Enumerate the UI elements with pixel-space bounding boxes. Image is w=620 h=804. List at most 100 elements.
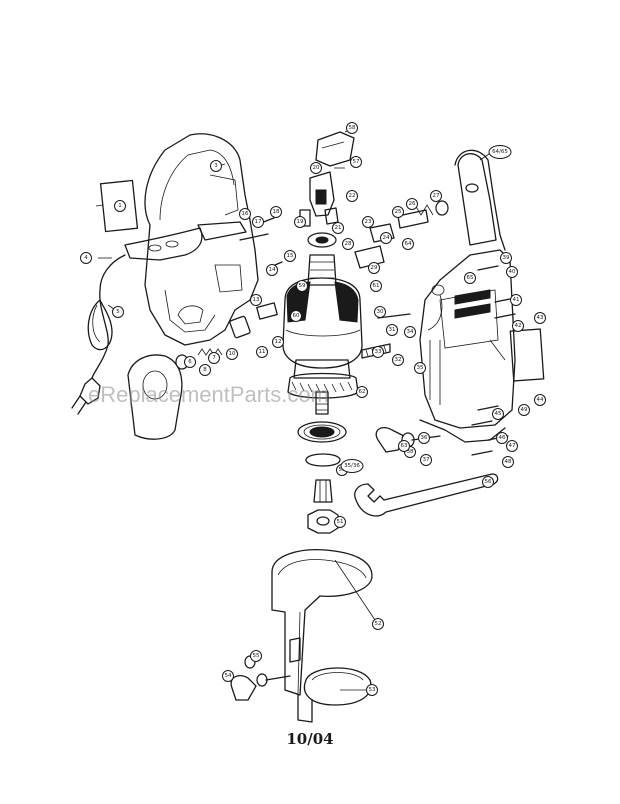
callout-label: 49: [521, 407, 528, 413]
callout-13: 13: [250, 294, 262, 306]
callout-label: 26: [409, 201, 416, 207]
callout-54: 54: [222, 670, 234, 682]
callout-label: 14: [269, 267, 276, 273]
callout-label: 8: [203, 367, 207, 373]
callout-label: 3: [214, 163, 218, 169]
callout-label: 52: [375, 621, 382, 627]
callout-label: 33: [375, 349, 382, 355]
callout-label: 1: [118, 203, 122, 209]
callout-4: 4: [80, 252, 92, 264]
callout-20: 20: [310, 162, 322, 174]
callout-label: 51: [337, 519, 344, 525]
switch-cap: [315, 131, 355, 167]
callout-53: 53: [366, 684, 378, 696]
callout-label: 42: [515, 323, 522, 329]
callout-label: 21: [335, 225, 342, 231]
callout-16: 16: [239, 208, 251, 220]
callout-1: 1: [114, 200, 126, 212]
left-label-plate: [99, 179, 139, 233]
callout-label: 20: [313, 165, 320, 171]
watermark: eReplacementParts.com: [88, 382, 329, 407]
callout-label: 59: [299, 283, 306, 289]
callout-label: 54: [225, 673, 232, 679]
callout-41: 41: [510, 294, 522, 306]
spring: [197, 348, 223, 356]
callout-19: 19: [294, 216, 306, 228]
callout-64-65: 64/65: [488, 145, 512, 159]
callout-49: 49: [518, 404, 530, 416]
callout-label: 19: [297, 219, 304, 225]
callout-3: 3: [210, 160, 222, 172]
callout-6: 6: [184, 356, 196, 368]
callout-label: 60: [293, 313, 300, 319]
callout-34: 34: [404, 326, 416, 338]
switch-body: [309, 171, 335, 217]
callout-label: 38: [407, 449, 414, 455]
callout-51: 51: [334, 516, 346, 528]
callout-label: 23: [365, 219, 372, 225]
callout-label: 65: [467, 275, 474, 281]
callout-label: 34: [407, 329, 414, 335]
callout-10: 10: [226, 348, 238, 360]
callout-60: 60: [290, 310, 302, 322]
callout-56: 56: [482, 476, 494, 488]
base-bracket: [271, 549, 373, 723]
callout-57: 57: [350, 156, 362, 168]
callout-label: 45: [495, 411, 502, 417]
callout-29: 29: [368, 262, 380, 274]
callout-36: 36: [418, 432, 430, 444]
callout-label: 12: [275, 339, 282, 345]
callout-label: 10: [229, 351, 236, 357]
callout-label: 55: [253, 653, 260, 659]
callout-label: 35: [417, 365, 424, 371]
callout-label: 4: [84, 255, 88, 261]
callout-42: 42: [512, 320, 524, 332]
callout-33: 33: [372, 346, 384, 358]
callout-label: 30: [377, 309, 384, 315]
right-brush-holder: [354, 245, 385, 269]
callout-label: 44: [537, 397, 544, 403]
callout-label: 58: [349, 125, 356, 131]
callout-label: 47: [509, 443, 516, 449]
callout-47: 47: [506, 440, 518, 452]
callout-35-36: 35/36: [340, 459, 364, 473]
callout-label: 56: [485, 479, 492, 485]
callout-64: 64: [402, 238, 414, 250]
callout-59: 59: [296, 280, 308, 292]
callout-label: 40: [509, 269, 516, 275]
callout-18: 18: [270, 206, 282, 218]
callout-22: 22: [346, 190, 358, 202]
callout-23: 23: [362, 216, 374, 228]
callout-label: 36: [421, 435, 428, 441]
callout-30: 30: [374, 306, 386, 318]
callout-65: 65: [464, 272, 476, 284]
callout-label: 32: [395, 357, 402, 363]
callout-label: 63: [401, 443, 408, 449]
callout-label: 64: [405, 241, 412, 247]
callout-label: 43: [537, 315, 544, 321]
carbon-brush: [256, 302, 278, 320]
callout-label: 64/65: [492, 149, 508, 155]
screw: [361, 343, 391, 359]
callout-label: 31: [389, 327, 396, 333]
callout-25: 25: [392, 206, 404, 218]
callout-label: 15: [287, 253, 294, 259]
callout-label: 25: [395, 209, 402, 215]
callout-40: 40: [506, 266, 518, 278]
callout-label: 16: [242, 211, 249, 217]
callout-48: 48: [502, 456, 514, 468]
collet: [313, 479, 333, 503]
callout-12: 12: [272, 336, 284, 348]
callout-58: 58: [346, 122, 358, 134]
callout-62: 62: [356, 386, 368, 398]
cord-guard-tube: [197, 221, 247, 241]
callout-label: 50: [339, 467, 346, 473]
bracket-knob: [230, 674, 257, 701]
right-label-plate: [509, 328, 545, 382]
callout-55: 55: [250, 650, 262, 662]
callout-11: 11: [256, 346, 268, 358]
collet-nut: [307, 509, 339, 534]
callout-44: 44: [534, 394, 546, 406]
callout-label: 35/36: [344, 463, 360, 469]
